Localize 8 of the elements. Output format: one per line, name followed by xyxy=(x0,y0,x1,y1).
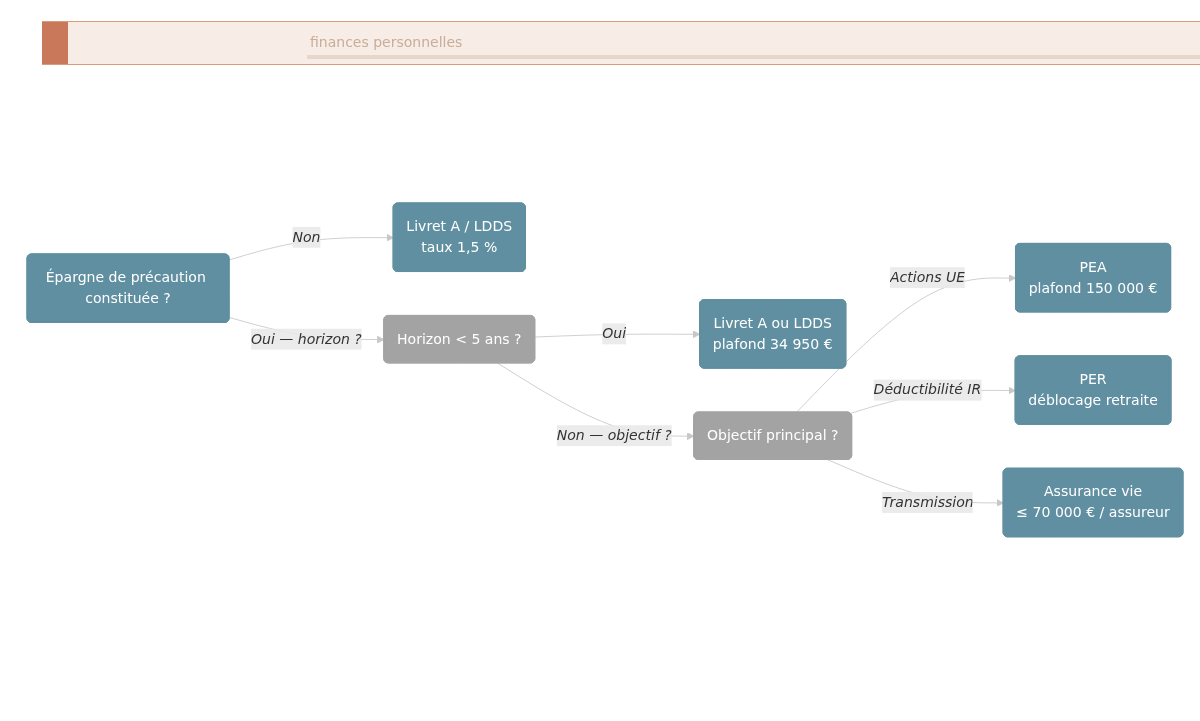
edge-label: Oui xyxy=(602,325,627,342)
edge-label: Déductibilité IR xyxy=(873,381,982,399)
edge-label: Transmission xyxy=(882,493,974,511)
subtitle-text: finances personnelles xyxy=(310,34,463,50)
edge-label: Actions UE xyxy=(889,269,966,286)
edge-label: Non xyxy=(292,228,321,246)
edge-label: Oui — horizon ? xyxy=(250,330,362,348)
edge-label: Non — objectif ? xyxy=(556,427,672,444)
